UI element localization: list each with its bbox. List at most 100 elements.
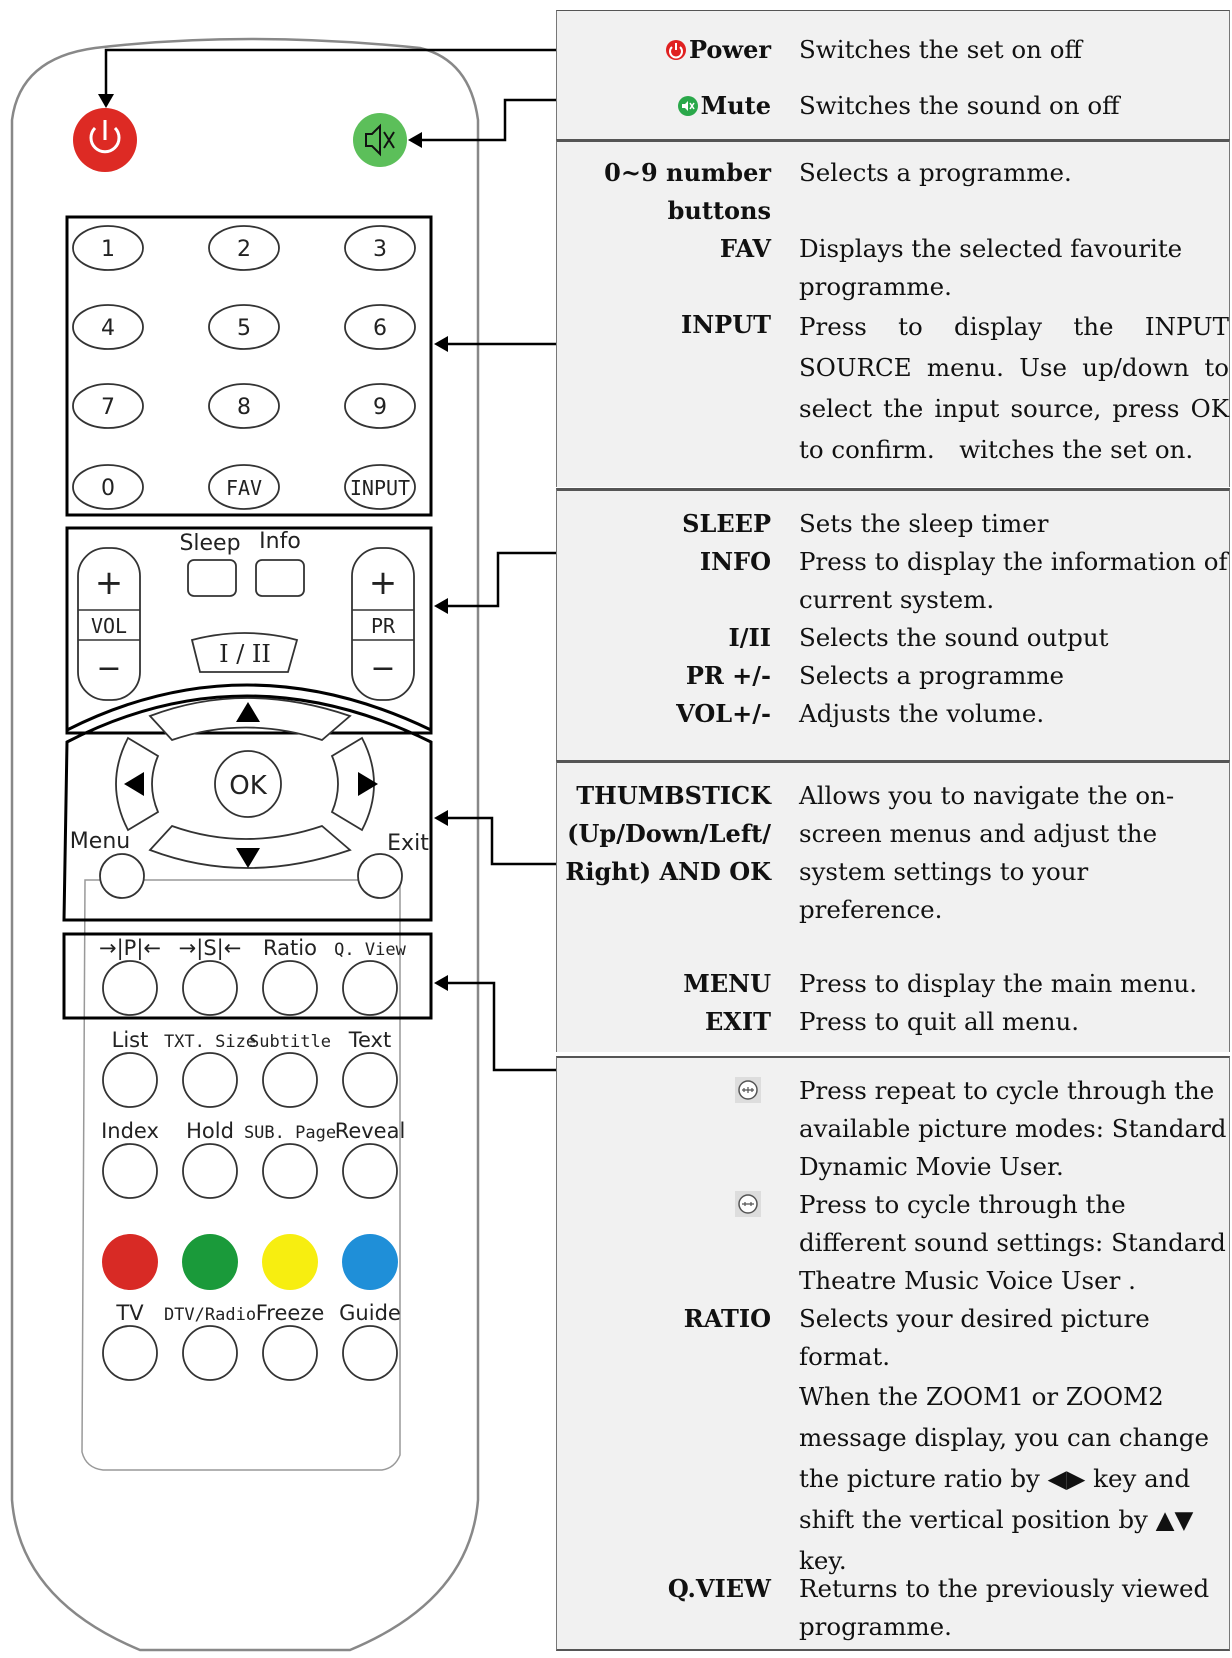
number-key-0[interactable]: 0 [72, 464, 144, 510]
i-ii-label: I / II [219, 640, 271, 668]
nav-right-button[interactable] [330, 736, 375, 832]
picture-key-button[interactable] [262, 960, 318, 1016]
source-key-button[interactable] [102, 1325, 158, 1381]
yellow-color-button[interactable] [262, 1234, 318, 1290]
number-key-input[interactable]: INPUT [344, 464, 416, 510]
volume-keys-group [65, 526, 433, 735]
thumbstick-desc: Allows you to navigate the on-screen men… [799, 781, 1175, 924]
number-key-3[interactable]: 3 [344, 225, 416, 271]
number-key-2[interactable]: 2 [208, 225, 280, 271]
vol-term: VOL+/- [676, 699, 771, 728]
info-term: INFO [699, 547, 771, 576]
input-desc: Press to display the INPUT SOURCE menu. … [799, 312, 1229, 464]
callout-arrowheads [98, 94, 448, 991]
number-key-1[interactable]: 1 [72, 225, 144, 271]
navigation-keys-group [62, 694, 433, 922]
number-keys-panel: 0~9 number buttons Selects a programme. … [556, 139, 1230, 487]
teletext-key-label: SUB. Page [244, 1123, 336, 1143]
picture-key-button[interactable] [182, 960, 238, 1016]
teletext-key-button[interactable] [182, 1143, 238, 1199]
number-key-4[interactable]: 4 [72, 304, 144, 350]
menu-button[interactable] [99, 853, 145, 899]
vol-rocker[interactable] [77, 547, 141, 701]
teletext-key-label: Reveal [335, 1119, 406, 1143]
text-key-button[interactable] [102, 1052, 158, 1108]
green-color-button[interactable] [182, 1234, 238, 1290]
ok-button[interactable] [214, 750, 282, 818]
text-key-button[interactable] [182, 1052, 238, 1108]
ratio-desc: Selects your desired picture format. [799, 1304, 1150, 1371]
number-key-6[interactable]: 6 [344, 304, 416, 350]
fav-desc: Displays the selected favourite programm… [799, 234, 1183, 301]
input-term: INPUT [681, 310, 771, 339]
power-icon [665, 34, 687, 72]
teletext-key-label: Index [101, 1119, 159, 1143]
number-key-label: 2 [237, 237, 251, 262]
picture-key-label: Ratio [263, 936, 317, 960]
teletext-key-button[interactable] [262, 1143, 318, 1199]
teletext-key-button[interactable] [342, 1143, 398, 1199]
number-key-label: 6 [373, 316, 387, 341]
text-key-label: List [112, 1028, 149, 1052]
mute-button[interactable] [353, 113, 407, 167]
i-ii-desc: Selects the sound output [799, 623, 1109, 652]
picture-key-button[interactable] [102, 960, 158, 1016]
vol-plus-sign: + [95, 563, 124, 603]
source-key-button[interactable] [182, 1325, 238, 1381]
picture-key-button[interactable] [342, 960, 398, 1016]
number-key-7[interactable]: 7 [72, 383, 144, 429]
pr-rocker[interactable] [351, 547, 415, 701]
info-label: Info [259, 529, 301, 554]
mute-term: Mute [700, 91, 771, 120]
number-key-5[interactable]: 5 [208, 304, 280, 350]
power-desc: Switches the set on off [799, 35, 1082, 64]
number-key-8[interactable]: 8 [208, 383, 280, 429]
source-key-label: DTV/Radio [164, 1305, 256, 1325]
number-key-label: 3 [373, 237, 387, 262]
menu-desc: Press to display the main menu. [799, 969, 1198, 998]
red-color-button[interactable] [102, 1234, 158, 1290]
sleep-button[interactable] [187, 559, 237, 597]
number-key-fav[interactable]: FAV [208, 464, 280, 510]
sleep-desc: Sets the sleep timer [799, 509, 1049, 538]
number-key-label: 9 [373, 395, 387, 420]
pr-plus-sign: + [369, 563, 398, 603]
text-key-button[interactable] [342, 1052, 398, 1108]
pr-desc: Selects a programme [799, 661, 1065, 690]
picture-mode-icon [735, 1076, 761, 1114]
number-key-9[interactable]: 9 [344, 383, 416, 429]
qview-desc: Returns to the previously viewed program… [799, 1574, 1210, 1641]
number-key-label: INPUT [350, 476, 410, 500]
volume-keys-panel: SLEEP Sets the sleep timer INFO Press to… [556, 488, 1230, 760]
nav-down-button[interactable] [148, 824, 352, 869]
number-key-label: 5 [237, 316, 251, 341]
teletext-key-label: Hold [186, 1119, 234, 1143]
exit-term: EXIT [705, 1007, 771, 1036]
exit-button[interactable] [357, 853, 403, 899]
source-key-label: Guide [339, 1301, 401, 1325]
text-key-button[interactable] [262, 1052, 318, 1108]
vol-label: VOL [91, 614, 127, 638]
picture-key-label: →|S|← [179, 936, 242, 961]
source-key-button[interactable] [342, 1325, 398, 1381]
i-ii-term: I/II [728, 623, 771, 652]
text-key-label: TXT. Size [164, 1032, 256, 1052]
power-button[interactable] [73, 108, 137, 172]
pr-term: PR +/- [685, 661, 771, 690]
info-button[interactable] [255, 559, 305, 597]
blue-color-button[interactable] [342, 1234, 398, 1290]
sound-mode-icon [735, 1190, 761, 1228]
remote-inner-panel [81, 879, 401, 1471]
source-key-button[interactable] [262, 1325, 318, 1381]
power-mute-panel: Power Switches the set on off Mute Switc… [556, 10, 1230, 141]
mute-desc: Switches the sound on off [799, 91, 1120, 120]
i-ii-button[interactable] [190, 632, 299, 673]
menu-term: MENU [683, 969, 771, 998]
teletext-key-button[interactable] [102, 1143, 158, 1199]
source-key-label: Freeze [256, 1301, 325, 1325]
text-key-label: Text [348, 1028, 391, 1052]
number-key-label: 0 [101, 476, 115, 501]
pr-minus-sign: − [370, 651, 395, 686]
